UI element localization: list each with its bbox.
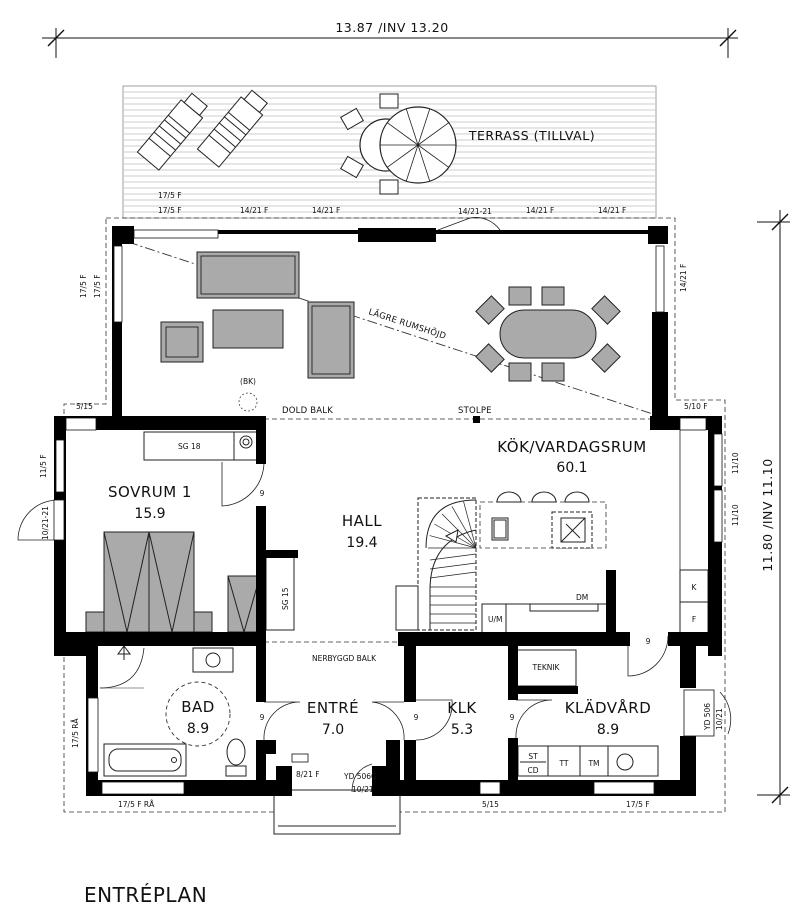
staircase — [395, 497, 477, 631]
kitchen-tall-units — [679, 430, 709, 635]
entry-door — [351, 763, 373, 793]
window-label: 17/5 RÅ — [71, 718, 80, 748]
window-label: 17/5 F RÅ — [118, 800, 155, 809]
dining-table — [475, 286, 621, 382]
window-label: 10/21-21 — [41, 506, 50, 540]
door-label: YD 506 — [703, 703, 712, 731]
kitchen-counter — [481, 603, 611, 635]
window-label: 17/5 F — [93, 274, 102, 298]
door-width-label: 9 — [260, 713, 265, 722]
appliance-label: CD — [527, 766, 538, 775]
technical-cabinet — [515, 649, 577, 687]
window-label: 14/21 F — [598, 206, 626, 215]
room-area: 8.9 — [187, 721, 209, 737]
sofa — [196, 251, 300, 299]
wardrobe-label: SG 18 — [178, 442, 201, 451]
window-label: 17/5 F — [158, 191, 182, 200]
door-label: 10/21 — [352, 785, 374, 794]
shower-door — [99, 645, 145, 689]
room-name: BAD — [181, 698, 215, 716]
double-bed — [85, 531, 213, 633]
door-label: 10/21 — [715, 708, 724, 730]
window-label: 11/10 — [731, 452, 740, 474]
window-label: 5/15 — [76, 402, 93, 411]
window-label: 14/21-21 — [458, 207, 492, 216]
window-label: 14/21 F — [312, 206, 340, 215]
bk-label: (BK) — [240, 377, 256, 386]
boiler-placeholder — [238, 392, 258, 412]
room-name: KLK — [447, 699, 477, 717]
appliance-label: U/M — [488, 615, 503, 624]
plan-title: ENTRÉPLAN — [84, 883, 207, 907]
window-label: 5/15 — [482, 800, 499, 809]
window-label: 17/5 F — [626, 800, 650, 809]
armchair — [160, 321, 204, 363]
windows — [53, 229, 723, 795]
appliance-label: ST — [528, 752, 538, 761]
wardrobe — [143, 431, 259, 461]
window-label: 11/5 F — [39, 454, 48, 478]
room-area: 60.1 — [556, 460, 587, 476]
kitchen-island — [479, 491, 607, 549]
sun-lounger — [196, 89, 268, 168]
door-width-label: 9 — [414, 713, 419, 722]
room-name: SOVRUM 1 — [108, 483, 192, 501]
turning-circle — [165, 681, 231, 747]
window-label: 14/21 F — [526, 206, 554, 215]
window-label: 8/21 F — [296, 770, 320, 779]
room-area: 7.0 — [322, 722, 344, 738]
window-label: 14/21 F — [240, 206, 268, 215]
height-dimension-line — [757, 210, 790, 805]
window-label: 17/5 F — [158, 206, 182, 215]
built-in-beam-label: NERBYGGD BALK — [312, 654, 377, 663]
room-name: KLÄDVÅRD — [565, 698, 652, 717]
terrace-label: TERRASS (TILLVAL) — [468, 128, 595, 143]
door-swings — [17, 217, 732, 741]
width-dimension-label: 13.87 /INV 13.20 — [335, 20, 448, 35]
foundation-outline — [63, 217, 726, 813]
height-dimension-label: 11.80 /INV 11.10 — [760, 458, 775, 571]
parasol-table — [340, 93, 457, 195]
column — [473, 416, 480, 423]
bathtub — [103, 743, 187, 777]
washbasin — [192, 647, 234, 673]
room-name: HALL — [342, 512, 382, 530]
window-label: 11/10 — [731, 504, 740, 526]
sofa — [307, 301, 355, 379]
toilet — [225, 738, 247, 777]
lower-ceiling-label: LÄGRE RUMSHÖJD — [367, 306, 448, 342]
room-area: 19.4 — [346, 535, 377, 551]
laundry-counter — [517, 745, 659, 777]
freezer-label: F — [692, 615, 696, 624]
room-name: ENTRÉ — [307, 698, 359, 717]
technical-label: TEKNIK — [532, 663, 561, 672]
appliance-label: TT — [558, 759, 568, 768]
window-label: 17/5 F — [79, 274, 88, 298]
appliance-label: TM — [587, 759, 599, 768]
door-label: YD 506G — [343, 772, 377, 781]
desk — [227, 575, 261, 634]
column-label: STOLPE — [458, 406, 492, 416]
entry-steps — [273, 789, 401, 835]
room-name: KÖK/VARDAGSRUM — [497, 437, 646, 456]
room-area: 8.9 — [597, 722, 619, 738]
room-area: 5.3 — [451, 722, 473, 738]
appliance-label: DM — [576, 593, 588, 602]
closet-sg15 — [265, 555, 295, 631]
closet-label: SG 15 — [281, 587, 290, 610]
window-label: 14/21 F — [679, 264, 688, 292]
width-dimension-line — [42, 28, 738, 58]
door-width-label: 9 — [510, 713, 515, 722]
window-label: 5/10 F — [684, 402, 708, 411]
coffee-table — [212, 309, 284, 349]
room-area: 15.9 — [134, 506, 165, 522]
sun-lounger — [136, 92, 208, 171]
door-width-label: 9 — [646, 637, 651, 646]
door-width-label: 9 — [260, 489, 265, 498]
fridge-label: K — [692, 583, 698, 592]
hidden-beam-label: DOLD BALK — [282, 406, 333, 416]
